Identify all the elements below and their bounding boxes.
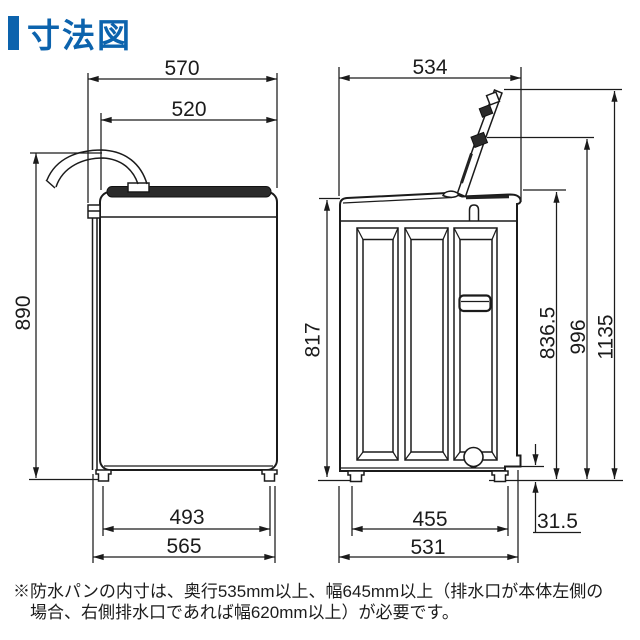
dim-front-overall-width: 570 [164,57,199,80]
front-body [95,186,278,482]
dim-side-lid-mid-height: 996 [567,319,590,354]
footnote-line2: 場合、右側排水口であれば幅620mm以上）が必要です。 [30,603,459,622]
right-foot [261,469,278,482]
right-foot [491,470,509,483]
lid-hinge [442,190,460,199]
section-header: 寸法図 [8,9,132,57]
side-view: 534 817 836.5 996 1135 455 531 31.5 [302,56,623,563]
dim-front-feet-span: 493 [169,506,204,529]
drain-hose [87,204,101,470]
dim-front-base-width: 565 [166,535,201,558]
footnote-line1: ※防水パンの内寸は、奥行535mm以上、幅645mm以上（排水口が本体左側の [13,582,604,601]
dim-side-base-depth: 531 [410,536,445,559]
dim-front-height: 890 [12,295,35,330]
water-hose [45,149,150,193]
dim-side-drain-clearance: 31.5 [537,510,578,533]
footnote: ※防水パンの内寸は、奥行535mm以上、幅645mm以上（排水口が本体左側の 場… [13,581,603,623]
dim-side-body-height: 817 [302,322,325,357]
page-title: 寸法図 [27,17,132,54]
left-foot [95,469,112,482]
side-handle [458,294,492,313]
dim-side-feet-span: 455 [412,508,447,531]
dim-front-body-width: 520 [171,98,206,121]
side-body [339,191,522,483]
accent-bar [8,16,19,50]
drain-outlet [463,446,484,468]
side-panels [356,227,498,469]
left-foot [347,470,365,483]
open-lid [442,89,503,199]
hose-hook [468,204,480,221]
front-view: 570 520 890 493 565 [12,57,278,563]
dim-side-depth: 534 [412,56,447,79]
dim-side-lid-rear-height: 836.5 [537,307,560,360]
dim-side-lid-total-height: 1135 [595,314,618,359]
